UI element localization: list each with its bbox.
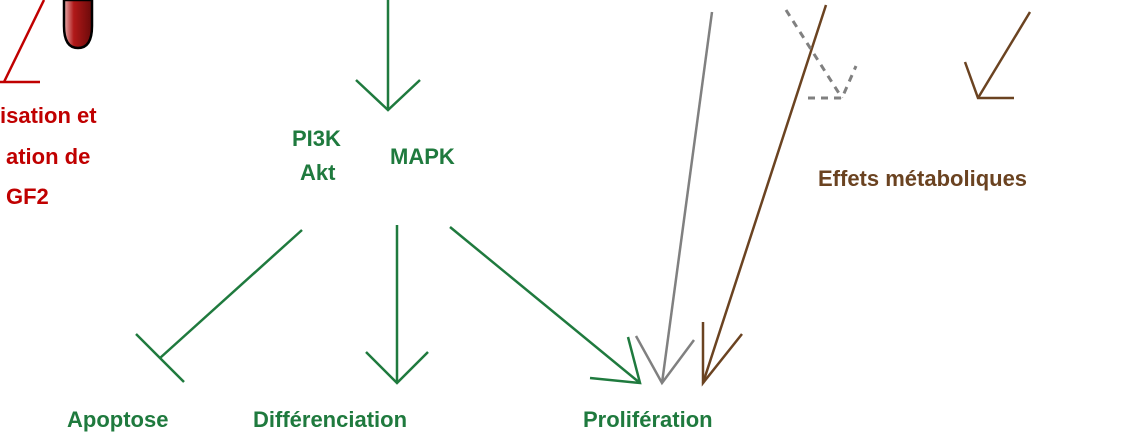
- dashed-gray-arrow: [784, 9, 858, 100]
- akt-label: Akt: [300, 160, 336, 185]
- proliferation-label: Prolifération: [583, 407, 713, 432]
- arrow-to-pathways: [355, 0, 421, 112]
- mapk-label: MAPK: [390, 144, 455, 169]
- arrow-to-proliferation: [449, 226, 642, 385]
- arrow-to-differentiation: [365, 225, 429, 385]
- gray-arrow-to-proliferation: [634, 11, 714, 386]
- pi3k-label: PI3K: [292, 126, 341, 151]
- apoptosis-label: Apoptose: [67, 407, 169, 432]
- brown-arrow-to-proliferation: [701, 4, 828, 387]
- igf2-label-line2: ation de: [6, 144, 91, 169]
- igf2-label-line1: isation et: [0, 103, 97, 128]
- red-inhibition-line: [0, 0, 46, 84]
- metabolic-effects-label: Effets métaboliques: [818, 166, 1028, 191]
- differentiation-label: Différenciation: [253, 407, 408, 432]
- inhibition-to-apoptosis: [135, 229, 303, 383]
- arrow-to-metabolic-effects: [963, 11, 1032, 100]
- receptor-tube: [62, 0, 94, 50]
- igf2-label-line3: GF2: [6, 184, 49, 209]
